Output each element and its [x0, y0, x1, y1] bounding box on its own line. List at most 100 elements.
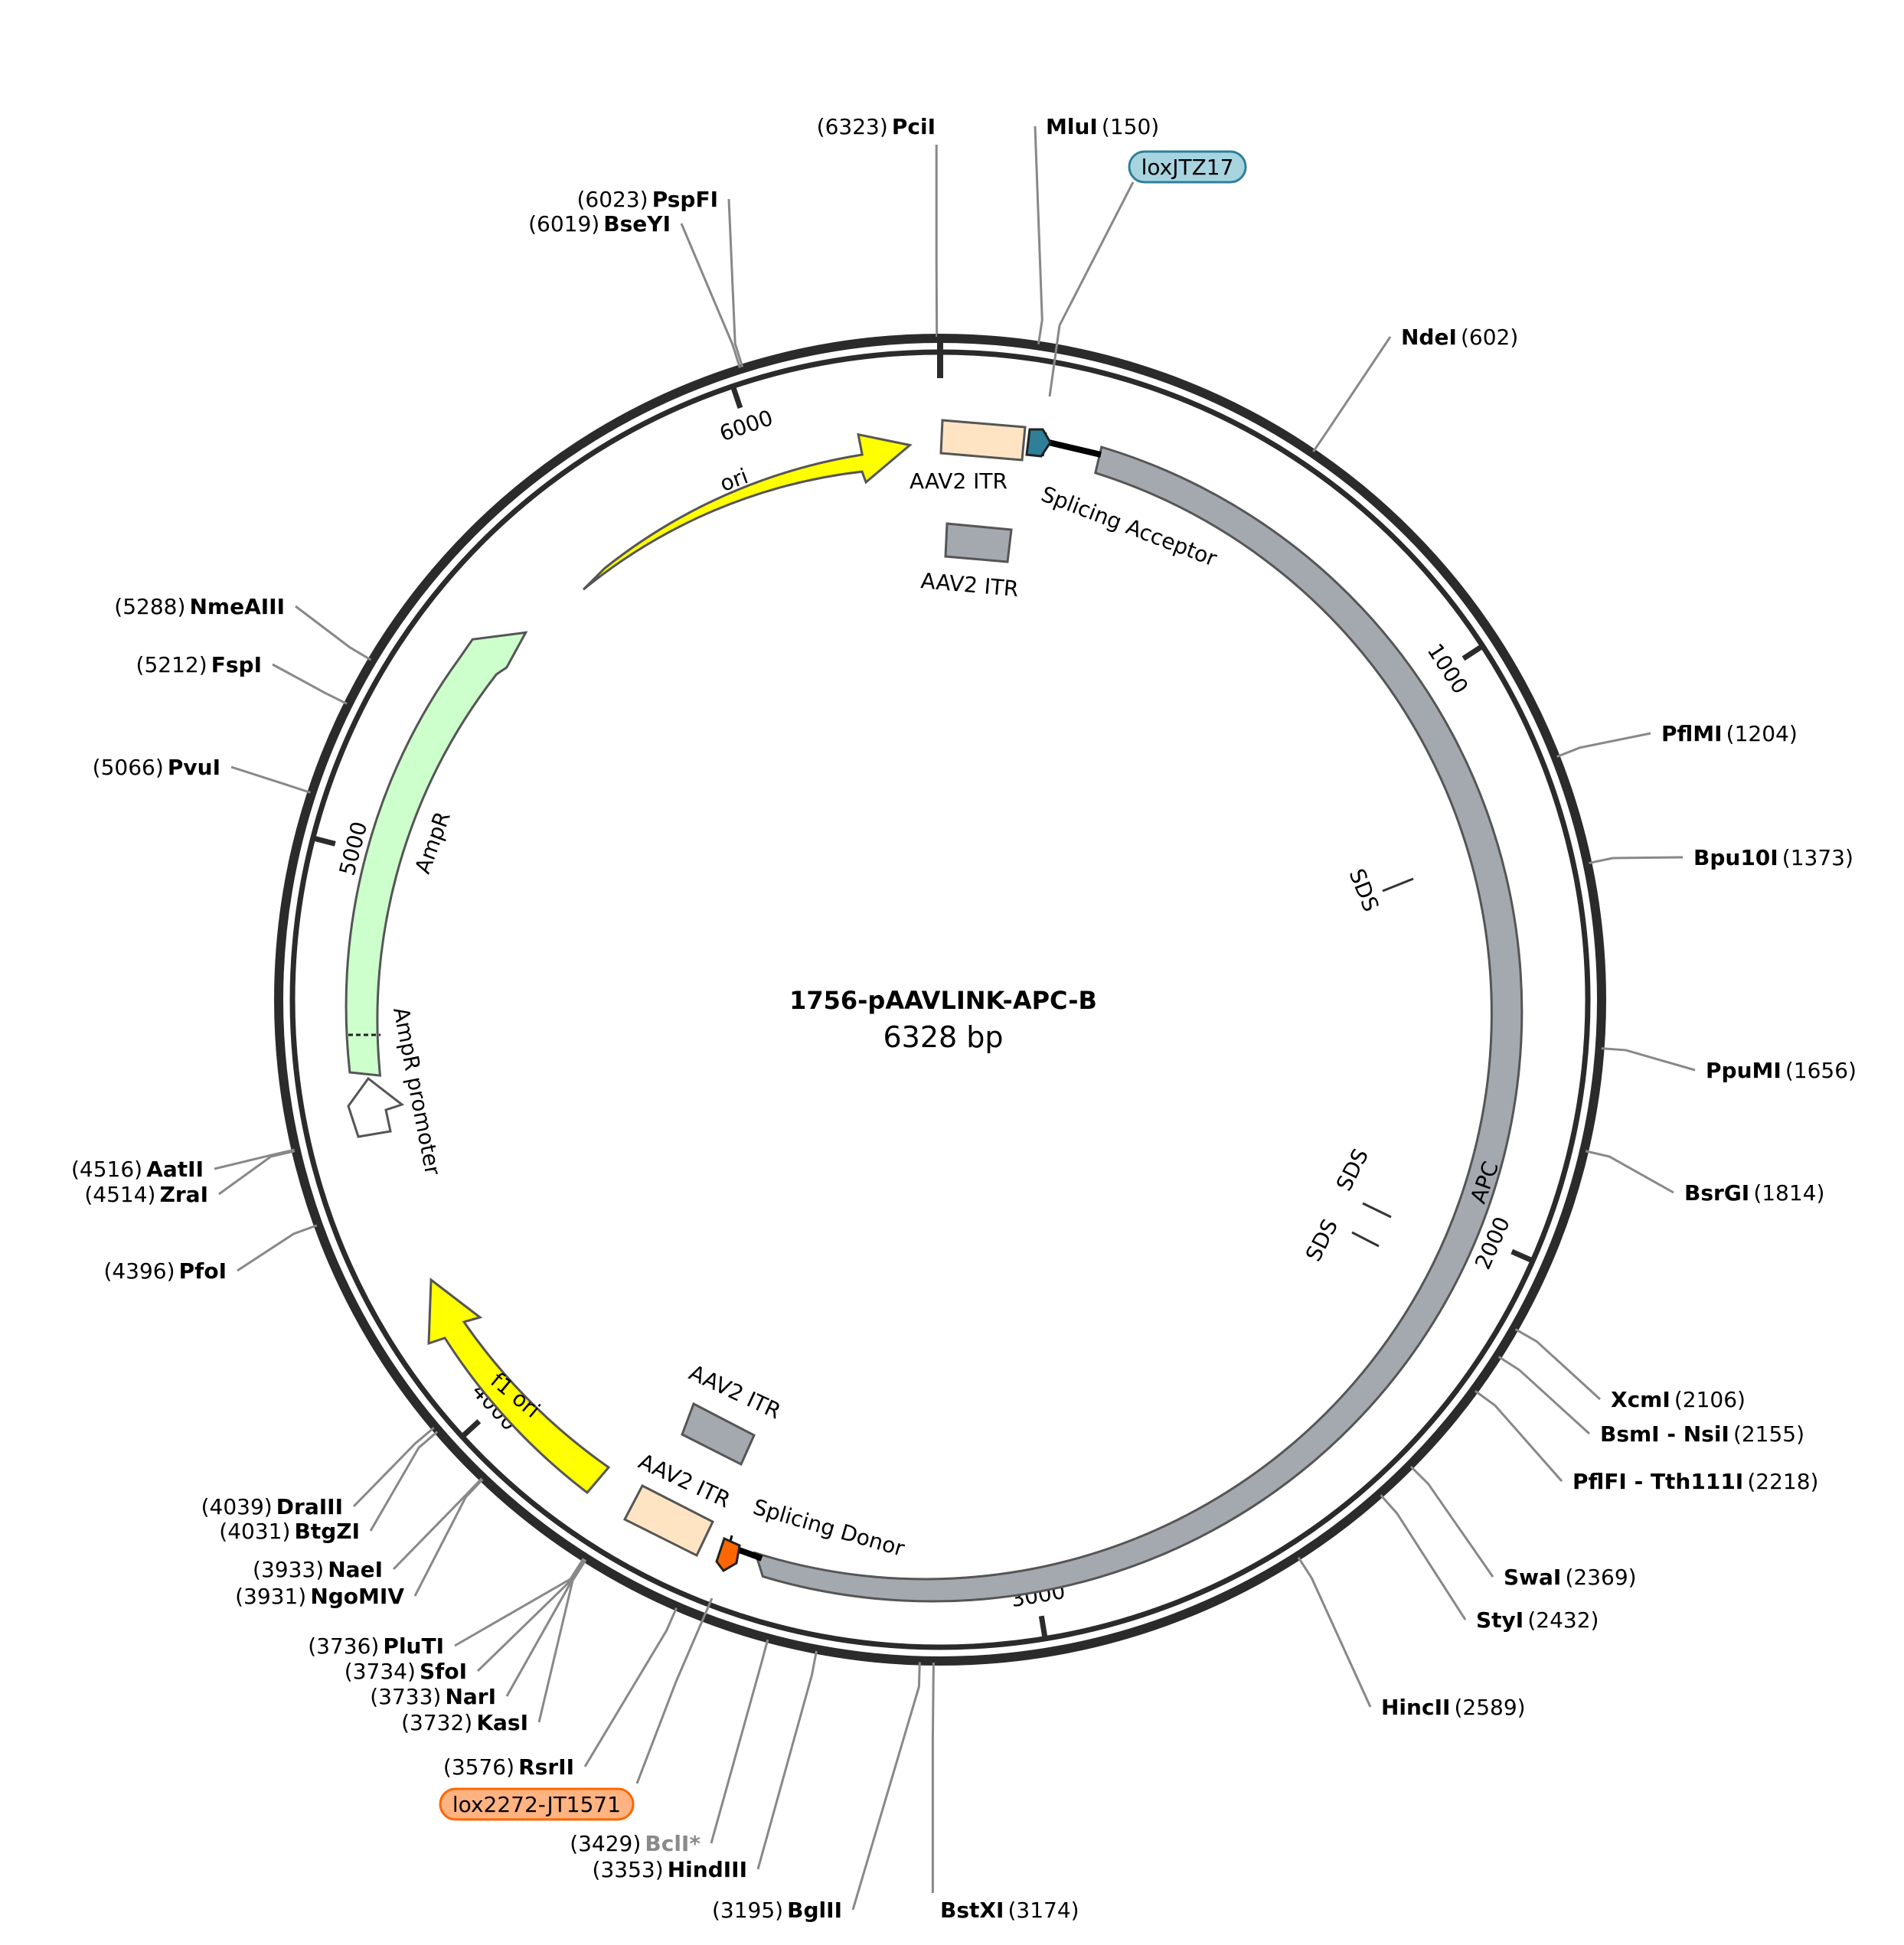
site-bglii[interactable]: (3195) BglII: [712, 1898, 842, 1923]
site-pvui[interactable]: (5066) PvuI: [93, 755, 220, 780]
tick-4000: [459, 1419, 482, 1440]
site-kasi[interactable]: (3732) KasI: [401, 1710, 528, 1735]
sds-marker-2: [1362, 1202, 1392, 1219]
site-name-bsmi-nsii: BsmI - NsiI: [1600, 1421, 1729, 1447]
site-line-bsrgi: [1585, 1150, 1674, 1194]
site-btgzi[interactable]: (4031) BtgZI: [219, 1519, 360, 1544]
site-name-swai: SwaI: [1504, 1565, 1561, 1590]
site-bsmi-nsii[interactable]: BsmI - NsiI (2155): [1600, 1421, 1804, 1447]
pill-loxjtz17-text: loxJTZ17: [1141, 155, 1234, 180]
site-pfoi[interactable]: (4396) PfoI: [103, 1258, 227, 1284]
site-fspi[interactable]: (5212) FspI: [136, 652, 262, 677]
site-pos-rsrii: (3576): [443, 1754, 514, 1780]
site-ppumi[interactable]: PpuMI (1656): [1706, 1058, 1857, 1083]
site-pspfi[interactable]: (6023) PspFI: [577, 187, 719, 212]
site-line-mlui: [1034, 126, 1043, 344]
site-pos-bsrgi: (1814): [1753, 1180, 1824, 1206]
site-name-kasi: KasI: [476, 1710, 528, 1735]
site-pflfi-tth111i[interactable]: PflFI - Tth111I (2218): [1573, 1469, 1818, 1494]
feature-apc[interactable]: [753, 445, 1524, 1603]
site-xcmi[interactable]: XcmI (2106): [1611, 1387, 1746, 1412]
tick-2000: [1510, 1248, 1536, 1265]
site-nari[interactable]: (3733) NarI: [370, 1684, 496, 1709]
site-line-nari: [505, 1558, 586, 1697]
lox2272-arrow[interactable]: [715, 1536, 741, 1572]
tick-5000: [310, 835, 336, 847]
site-mlui[interactable]: MluI (150): [1046, 114, 1159, 139]
site-pos-btgzi: (4031): [219, 1519, 290, 1544]
site-name-naei: NaeI: [328, 1557, 383, 1582]
site-bpu10i[interactable]: Bpu10I (1373): [1693, 845, 1853, 870]
site-name-pspfi: PspFI: [652, 187, 718, 212]
site-sfoi[interactable]: (3734) SfoI: [345, 1659, 467, 1684]
site-pos-pcii: (6323): [817, 114, 888, 139]
site-pos-sfoi: (3734): [345, 1659, 416, 1684]
site-zrai[interactable]: (4514) ZraI: [84, 1182, 208, 1207]
feature-ampr[interactable]: [345, 631, 528, 1077]
pill-lox2272[interactable]: lox2272-JT1571: [439, 1597, 714, 1821]
site-name-pluti: PluTI: [383, 1633, 444, 1659]
site-aatii[interactable]: (4516) AatII: [71, 1157, 204, 1182]
site-line-bsmi-nsii: [1497, 1356, 1591, 1435]
splicing-donor-bar: [737, 1547, 763, 1562]
site-pluti[interactable]: (3736) PluTI: [308, 1633, 444, 1659]
site-hincii[interactable]: HincII (2589): [1381, 1695, 1526, 1720]
site-pflmi[interactable]: PflMI (1204): [1661, 721, 1798, 746]
site-hindiii[interactable]: (3353) HindIII: [593, 1857, 747, 1882]
ampr-promoter-label: AmpR promoter: [388, 1005, 446, 1177]
site-name-rsrii: RsrII: [518, 1754, 574, 1780]
site-pcii[interactable]: (6323) PciI: [817, 114, 936, 139]
aav2-itr-outer-top-label: AAV2 ITR: [910, 468, 1008, 494]
site-styi[interactable]: StyI (2432): [1476, 1607, 1599, 1633]
site-bseyi[interactable]: (6019) BseYI: [528, 211, 671, 237]
pill-loxjtz17[interactable]: loxJTZ17: [1048, 150, 1247, 397]
loxjtz17-arrow[interactable]: [1025, 428, 1052, 458]
site-nmeaiii[interactable]: (5288) NmeAIII: [114, 594, 285, 619]
splicing-donor-label: Splicing Donor: [750, 1494, 907, 1562]
site-line-pvui: [230, 765, 311, 794]
site-pos-draiii: (4039): [201, 1494, 273, 1519]
site-line-pfoi: [237, 1224, 318, 1272]
site-ndei[interactable]: NdeI (602): [1401, 325, 1518, 350]
site-name-bsrgi: BsrGI: [1684, 1180, 1749, 1206]
feature-aav2-itr-inner-top[interactable]: [944, 522, 1013, 563]
site-pos-ndei: (602): [1461, 325, 1518, 350]
site-swai[interactable]: SwaI (2369): [1504, 1565, 1637, 1590]
splicing-acceptor-bar: [1048, 439, 1102, 458]
site-pos-fspi: (5212): [136, 652, 207, 677]
site-line-swai: [1409, 1465, 1494, 1578]
tick-1000: [1461, 642, 1486, 661]
feature-aav2-itr-outer-top[interactable]: [939, 419, 1027, 462]
site-pos-pflfi-tth111i: (2218): [1747, 1469, 1818, 1494]
site-pos-kasi: (3732): [401, 1710, 472, 1735]
site-bstxi[interactable]: BstXI (3174): [940, 1898, 1079, 1923]
site-pos-pvui: (5066): [93, 755, 164, 780]
site-name-sfoi: SfoI: [420, 1659, 467, 1684]
site-line-xcmi: [1514, 1328, 1602, 1401]
site-pos-hincii: (2589): [1455, 1695, 1526, 1720]
feature-ori[interactable]: [582, 432, 913, 591]
site-bcli[interactable]: (3429) BclI*: [570, 1831, 701, 1856]
site-ngomiv[interactable]: (3931) NgoMIV: [235, 1584, 404, 1609]
site-line-pflfi-tth111i: [1475, 1390, 1563, 1482]
site-rsrii[interactable]: (3576) RsrII: [443, 1754, 574, 1780]
site-line-bpu10i: [1589, 856, 1684, 865]
site-bsrgi[interactable]: BsrGI (1814): [1684, 1180, 1824, 1206]
site-line-rsrii: [583, 1607, 678, 1767]
sds-marker-1: [1382, 877, 1414, 893]
site-name-ndei: NdeI: [1401, 325, 1457, 350]
feature-aav2-itr-inner-bottom[interactable]: [681, 1402, 756, 1467]
feature-f1ori[interactable]: [427, 1278, 611, 1495]
site-name-bpu10i: Bpu10I: [1693, 845, 1778, 870]
site-pos-bpu10i: (1373): [1782, 845, 1853, 870]
site-name-bcli: BclI*: [645, 1831, 701, 1856]
site-pos-bcli: (3429): [570, 1831, 641, 1856]
feature-ampr-promoter[interactable]: [347, 1076, 405, 1138]
feature-aav2-itr-outer-bottom[interactable]: [622, 1483, 714, 1558]
site-name-ppumi: PpuMI: [1706, 1058, 1782, 1083]
site-name-fspi: FspI: [211, 652, 262, 677]
site-labels: (6323) PciI MluI (150) (6023) PspFI(6019) …: [71, 114, 1857, 1923]
site-draiii[interactable]: (4039) DraIII: [201, 1494, 343, 1519]
site-name-mlui: MluI: [1046, 114, 1098, 139]
site-naei[interactable]: (3933) NaeI: [253, 1557, 383, 1582]
